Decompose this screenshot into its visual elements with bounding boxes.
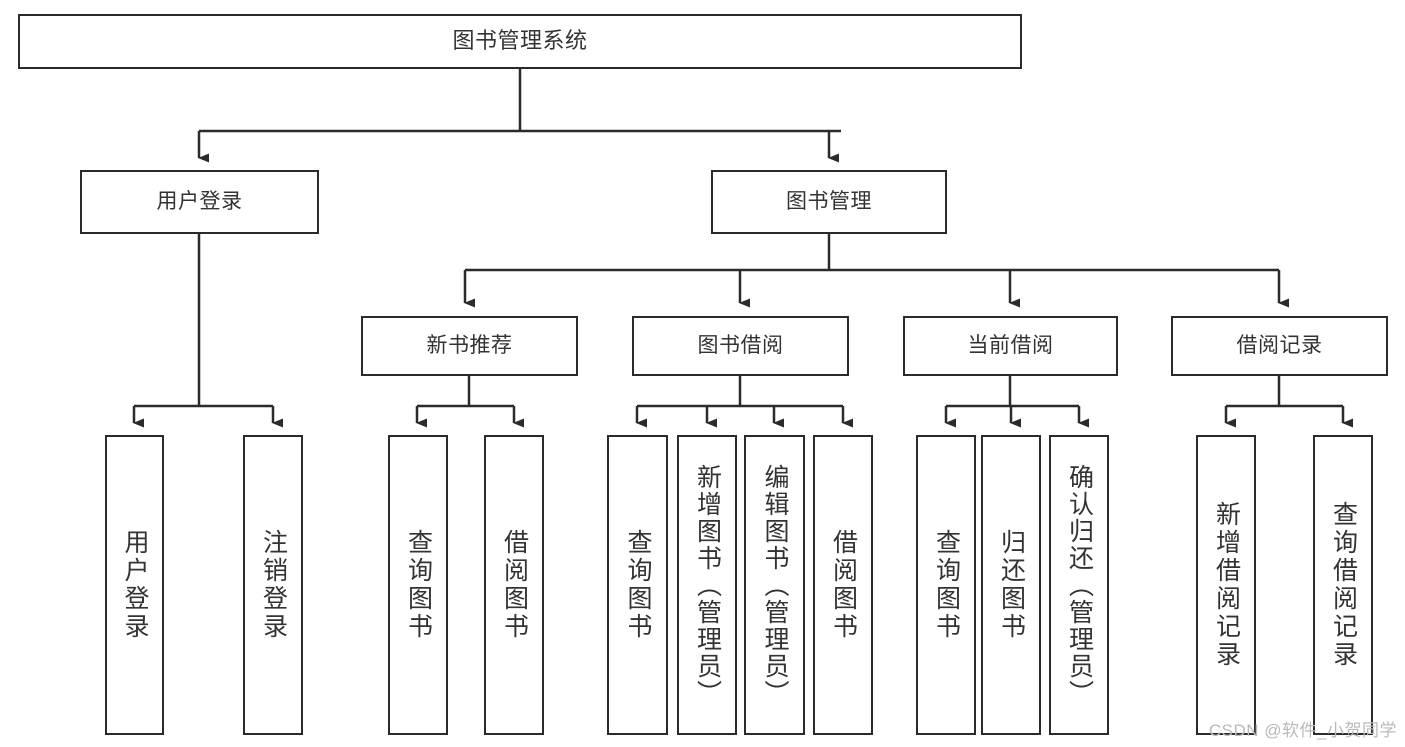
node-user-login[interactable]: 用户登录 [80,170,319,234]
node-book-borrow[interactable]: 图书借阅 [632,316,849,376]
node-label: 新增图书（管理员） [693,463,722,707]
node-book-management[interactable]: 图书管理 [711,170,947,234]
node-label: 用户登录 [156,190,243,214]
node-label: 借阅记录 [1236,334,1323,358]
node-label: 图书借阅 [697,334,784,358]
node-current-borrow[interactable]: 当前借阅 [903,316,1118,376]
node-leaf-query-books-2[interactable]: 查询图书 [607,435,668,735]
node-label: 图书管理 [786,190,872,214]
node-label: 图书管理系统 [452,28,588,54]
node-label: 归还图书 [997,529,1026,641]
node-label: 查询图书 [932,529,961,641]
node-borrow-record[interactable]: 借阅记录 [1171,316,1388,376]
node-leaf-query-books-1[interactable]: 查询图书 [388,435,448,735]
node-new-book-recommend[interactable]: 新书推荐 [361,316,578,376]
node-leaf-edit-book-admin[interactable]: 编辑图书（管理员） [744,435,805,735]
node-label: 查询图书 [404,529,433,641]
node-leaf-logout-login[interactable]: 注销登录 [243,435,303,735]
node-label: 新增借阅记录 [1212,501,1241,669]
node-label: 查询借阅记录 [1329,501,1358,669]
node-leaf-query-books-3[interactable]: 查询图书 [916,435,976,735]
node-label: 确认归还（管理员） [1065,463,1094,707]
node-leaf-query-borrow-record[interactable]: 查询借阅记录 [1313,435,1373,735]
node-label: 注销登录 [259,529,288,641]
watermark-text: CSDN @软件_小贺同学 [1208,721,1397,740]
node-label: 借阅图书 [829,529,858,641]
node-leaf-user-login[interactable]: 用户登录 [105,435,164,735]
node-label: 用户登录 [121,529,149,641]
node-leaf-borrow-books-1[interactable]: 借阅图书 [484,435,544,735]
node-label: 新书推荐 [426,334,513,358]
node-label: 借阅图书 [500,529,529,641]
node-leaf-add-borrow-record[interactable]: 新增借阅记录 [1196,435,1256,735]
node-label: 当前借阅 [967,334,1054,358]
node-label: 编辑图书（管理员） [761,463,789,707]
node-leaf-return-books[interactable]: 归还图书 [981,435,1041,735]
node-label: 查询图书 [624,529,652,641]
node-leaf-add-book-admin[interactable]: 新增图书（管理员） [677,435,737,735]
node-book-management-system[interactable]: 图书管理系统 [18,14,1022,69]
node-leaf-confirm-return-admin[interactable]: 确认归还（管理员） [1049,435,1109,735]
node-leaf-borrow-books-2[interactable]: 借阅图书 [813,435,873,735]
